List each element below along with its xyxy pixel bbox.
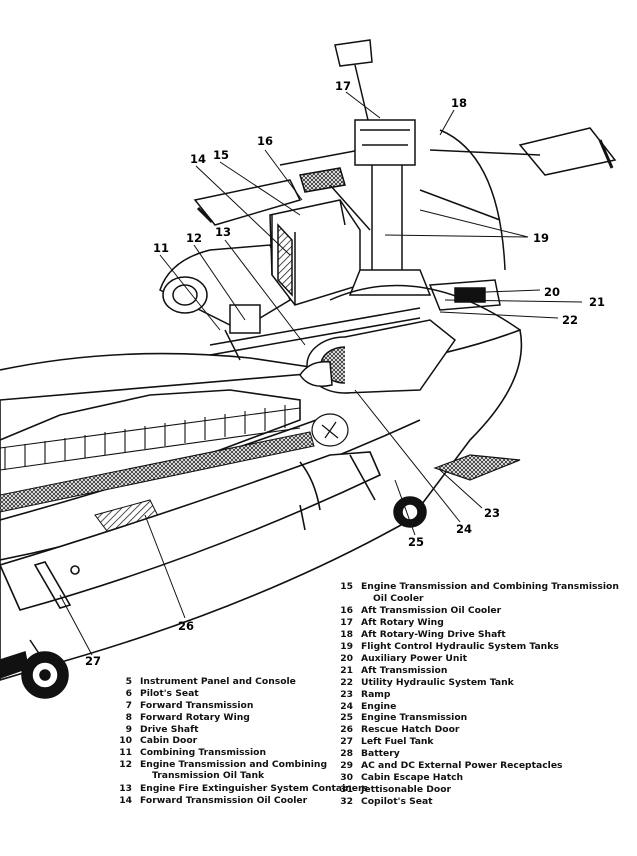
callout-25: 25 xyxy=(408,535,424,549)
callout-23: 23 xyxy=(484,506,500,520)
ramp xyxy=(433,454,521,481)
callout-11: 11 xyxy=(153,241,169,255)
leader-lines xyxy=(59,91,583,656)
drive-shaft xyxy=(209,304,421,361)
callout-numbers: 17 18 16 14 15 19 11 12 13 20 21 22 23 2… xyxy=(85,79,605,668)
callout-14: 14 xyxy=(190,152,206,166)
rotor-hub xyxy=(354,119,416,166)
callout-18: 18 xyxy=(451,96,467,110)
legend-entry-continuation: Oil Cooler xyxy=(373,593,424,604)
engine xyxy=(299,319,457,394)
callout-15: 15 xyxy=(213,148,229,162)
callout-22: 22 xyxy=(562,313,578,327)
callout-20: 20 xyxy=(544,285,560,299)
troop-seats xyxy=(0,405,301,471)
callout-13: 13 xyxy=(215,225,231,239)
landing-gear xyxy=(0,496,427,699)
legend-entry-continuation: Transmission Oil Tank xyxy=(152,770,265,781)
callout-24: 24 xyxy=(456,522,472,536)
callout-21: 21 xyxy=(589,295,605,309)
fuselage-emblem xyxy=(311,413,349,447)
callout-12: 12 xyxy=(186,231,202,245)
rotor-blade-upper xyxy=(334,39,373,67)
rotor-blade-right xyxy=(518,127,617,176)
cabin-floor-strip xyxy=(0,431,315,513)
callout-26: 26 xyxy=(178,619,194,633)
callout-16: 16 xyxy=(257,134,273,148)
callout-19: 19 xyxy=(533,231,549,245)
fuel-tank-fairing xyxy=(0,451,382,611)
oil-cooler-box xyxy=(269,167,361,306)
callout-17: 17 xyxy=(335,79,351,93)
fuselage-top-line xyxy=(0,352,331,371)
callout-27: 27 xyxy=(85,654,101,668)
aft-rotor-assembly xyxy=(279,39,617,296)
fuselage xyxy=(0,328,523,681)
rotor-mast xyxy=(371,165,403,275)
